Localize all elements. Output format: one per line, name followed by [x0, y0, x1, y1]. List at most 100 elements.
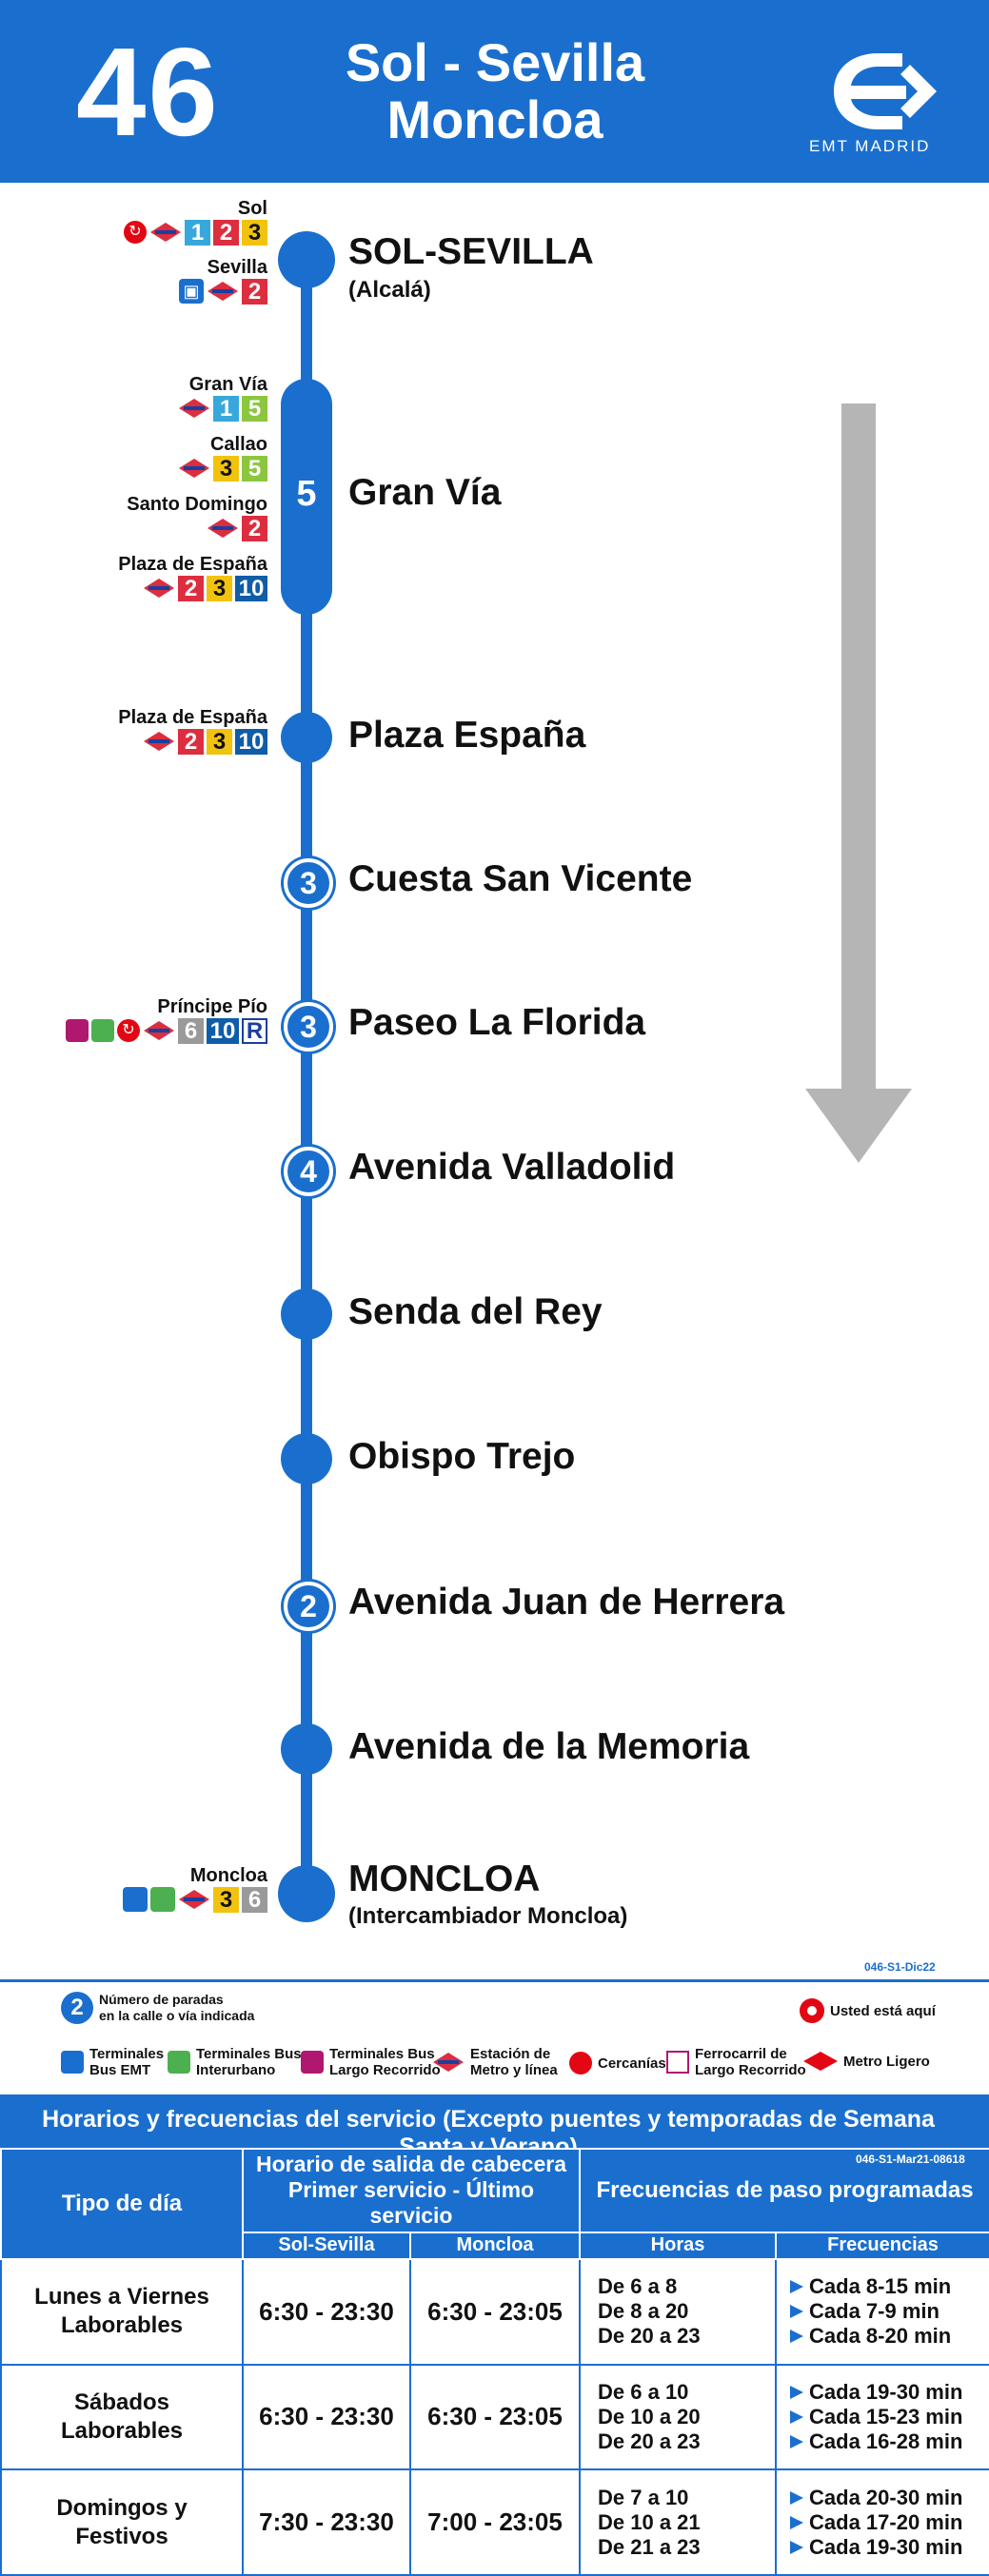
metro-ligero-icon — [803, 2052, 838, 2071]
metro-icon — [144, 579, 174, 598]
header: 46 Sol - Sevilla Moncloa EMT MADRID — [0, 0, 989, 183]
legend-bus-largo: Terminales Bus Largo Recorrido — [301, 2046, 441, 2078]
freq-item: Cada 19-30 min — [809, 2379, 963, 2404]
stop-marker-gran-via[interactable]: 5 — [296, 474, 317, 514]
metro-icon — [179, 399, 209, 418]
row-moncloa: 6:30 - 23:05 — [408, 2363, 582, 2471]
stop-name-avenida-valladolid: Avenida Valladolid — [348, 1147, 676, 1188]
hora-item: De 6 a 10 — [598, 2379, 689, 2404]
legend-label: Ferrocarril de Largo Recorrido — [695, 2046, 806, 2078]
metro-line-badge: 3 — [207, 575, 232, 601]
brand-text: EMT MADRID — [809, 137, 931, 155]
metro-icon — [144, 732, 174, 751]
legend-label: Metro Ligero — [843, 2053, 930, 2070]
legend-usted-label: Usted está aquí — [830, 2002, 936, 2019]
ramal-line-badge: R — [242, 1017, 267, 1044]
conn-label: Sevilla — [207, 257, 267, 278]
schedule-table: Tipo de día Horario de salida de cabecer… — [0, 2148, 989, 2576]
direction-arrowhead-icon — [805, 1089, 912, 1163]
stop-name-avenida-juan-de-herrera: Avenida Juan de Herrera — [348, 1582, 785, 1622]
freq-item: Cada 15-23 min — [809, 2404, 963, 2429]
metro-line-badge: 2 — [213, 219, 239, 246]
freq-item: Cada 19-30 min — [809, 2534, 963, 2559]
route-title: Sol - Sevilla Moncloa — [286, 34, 704, 148]
metro-icon — [208, 519, 238, 538]
metro-icon — [179, 1890, 209, 1909]
bus-interurbano-icon — [91, 1019, 114, 1042]
metro-line-badge: 3 — [207, 728, 232, 755]
metro-line-badge: 1 — [185, 219, 210, 246]
stop-marker-moncloa[interactable] — [278, 1865, 335, 1922]
metro-line-badge: 5 — [242, 455, 267, 482]
hora-item: De 20 a 23 — [598, 2429, 701, 2453]
direction-arrow-icon — [841, 403, 876, 1089]
stop-marker-senda-del-rey[interactable] — [281, 1288, 332, 1340]
legend-metro-ligero: Metro Ligero — [803, 2052, 930, 2071]
row-tipo: Lunes a Viernes Laborables — [0, 2257, 244, 2366]
freq-item: Cada 8-15 min — [809, 2274, 952, 2299]
metro-line-badge: 2 — [242, 515, 267, 541]
stop-name-avenida-de-la-memoria: Avenida de la Memoria — [348, 1726, 750, 1767]
arrow-bullet-icon — [790, 2434, 804, 2448]
stop-marker-avenida-juan-de-herrera[interactable]: 2 — [284, 1582, 333, 1631]
legend-label: Estación de Metro y línea — [470, 2046, 558, 2078]
freq-item: Cada 16-28 min — [809, 2429, 963, 2453]
metro-line-badge: 1 — [213, 395, 239, 422]
row-sol: 6:30 - 23:30 — [242, 2257, 411, 2366]
metro-line-badge: 2 — [178, 575, 204, 601]
metro-line-badge: 3 — [242, 219, 267, 246]
line-number: 46 — [76, 22, 220, 162]
conn-label: Santo Domingo — [127, 494, 267, 515]
arrow-bullet-icon — [790, 2330, 804, 2344]
legend-metro: Estación de Metro y línea — [432, 2046, 558, 2078]
freq-item: Cada 20-30 min — [809, 2485, 963, 2509]
stop-count-icon: 2 — [61, 1992, 93, 2024]
legend-cercanias: Cercanías — [569, 2052, 666, 2075]
stop-name-gran-via: Gran Vía — [348, 472, 502, 513]
stop-name-obispo-trejo: Obispo Trejo — [348, 1436, 576, 1477]
stop-marker-sol-sevilla[interactable] — [278, 231, 335, 288]
conn-sevilla: Sevilla ▣ 2 — [179, 257, 267, 305]
stop-marker-paseo-la-florida[interactable]: 3 — [284, 1002, 333, 1052]
bus-interurbano-icon — [150, 1887, 175, 1912]
conn-label: Sol — [237, 198, 267, 219]
sub-sol-header: Sol-Sevilla — [242, 2231, 411, 2260]
sub-moncloa-header: Moncloa — [408, 2231, 582, 2260]
metro-line-badge: 6 — [178, 1017, 204, 1044]
metro-line-badge: 2 — [178, 728, 204, 755]
stop-marker-obispo-trejo[interactable] — [281, 1433, 332, 1485]
row-sol: 7:30 - 23:30 — [242, 2468, 411, 2576]
you-are-here-icon — [800, 1998, 824, 2023]
cercanias-icon: ↻ — [117, 1019, 140, 1042]
row-freqs: Cada 20-30 min Cada 17-20 min Cada 19-30… — [775, 2468, 989, 2576]
row-freqs: Cada 8-15 min Cada 7-9 min Cada 8-20 min — [775, 2257, 989, 2366]
bus-emt-icon — [123, 1887, 148, 1912]
col-freq-header: Frecuencias de paso programadas — [579, 2148, 989, 2233]
row-sol: 6:30 - 23:30 — [242, 2363, 411, 2471]
stop-marker-avenida-valladolid[interactable]: 4 — [284, 1147, 333, 1196]
metro-line-badge: 10 — [235, 575, 267, 601]
arrow-bullet-icon — [790, 2490, 804, 2505]
arrow-bullet-icon — [790, 2280, 804, 2294]
conn-label: Plaza de España — [118, 554, 267, 575]
table-row: Sábados Laborables 6:30 - 23:30 6:30 - 2… — [0, 2363, 989, 2471]
legend-paradas: 2 Número de paradas en la calle o vía in… — [61, 1992, 254, 2024]
stop-name-moncloa: MONCLOA — [348, 1858, 541, 1899]
stop-marker-avenida-de-la-memoria[interactable] — [281, 1723, 332, 1775]
route-title-line2: Moncloa — [386, 89, 603, 149]
row-horas: De 6 a 8 De 8 a 20 De 20 a 23 — [579, 2257, 778, 2366]
conn-santo-domingo: Santo Domingo 2 — [127, 494, 267, 541]
legend-label: Terminales Bus EMT — [89, 2046, 165, 2078]
metro-icon — [150, 223, 181, 242]
stop-marker-plaza-espana[interactable] — [281, 712, 332, 763]
metro-line-badge: 10 — [207, 1017, 239, 1044]
legend-ferrocarril: Ferrocarril de Largo Recorrido — [666, 2046, 806, 2078]
stop-marker-cuesta-san-vicente[interactable]: 3 — [284, 858, 333, 908]
row-freqs: Cada 19-30 min Cada 15-23 min Cada 16-28… — [775, 2363, 989, 2471]
bus-emt-icon — [61, 2051, 84, 2074]
